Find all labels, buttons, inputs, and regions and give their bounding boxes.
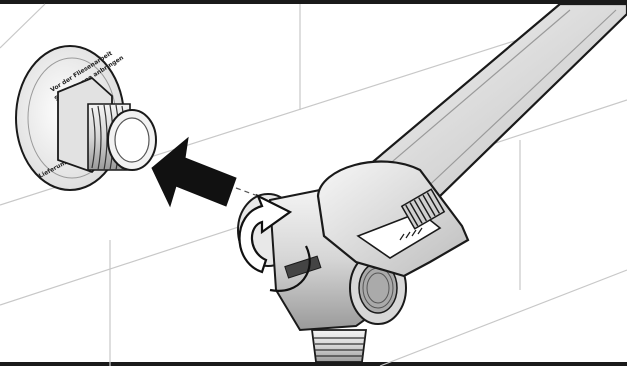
adjustable-wrench (318, 4, 627, 276)
flange-with-thread: Vor der Fliesenarbeit Schutzkappe anbrin… (16, 46, 156, 190)
push-arrow-icon (152, 138, 258, 206)
top-border (0, 0, 627, 4)
bottom-border (0, 362, 627, 366)
